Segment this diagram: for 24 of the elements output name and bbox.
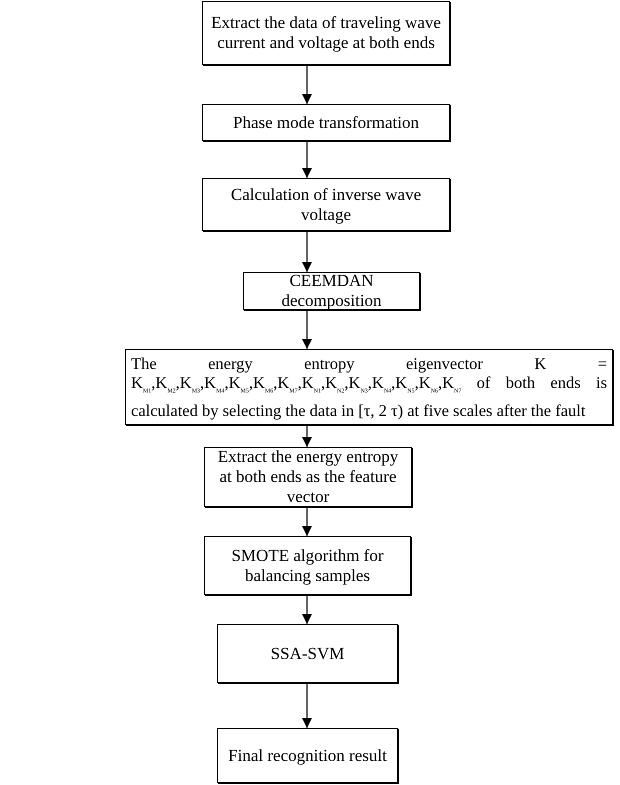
arrow: [302, 311, 312, 349]
process-box: [204, 536, 411, 595]
process-box: [217, 624, 398, 683]
box-text: The energy entropy eigenvector K = K$_{M1}$,K$_{M2}$,K$_{M3}$,K$_{M4}$,K$_{M5}$,K$_{M6}$,K$_{M7}$,K$_{N1}$,K$_{N2}$,K$_{N3}$,K$_{N4}$,K$_{N5}$,K$_{N6}$,K$_{N7}$ of both ends is calculated by selecting the data in [τ, 2 τ) at five scales after the fault: [131, 354, 607, 420]
arrow: [302, 232, 312, 272]
process-box: [202, 104, 450, 141]
arrow: [302, 508, 312, 536]
box-text: Final recognition result: [228, 746, 387, 766]
box-text: SSA-SVM: [270, 644, 344, 664]
box-text: Phase mode transformation: [232, 112, 419, 132]
arrow: [302, 596, 312, 624]
box-text: CEEMDAN decomposition: [280, 271, 383, 311]
process-box: [243, 272, 420, 310]
box-text: Extract the energy entropy at both ends as the feature vector: [216, 447, 400, 507]
arrow: [302, 142, 312, 178]
arrow: [302, 66, 312, 104]
process-box: [217, 728, 398, 783]
process-box: [202, 1, 450, 65]
arrow: [302, 426, 312, 447]
box-text: SMOTE algorithm for balancing samples: [230, 546, 385, 586]
box-text: Extract the data of traveling wave current and voltage at both ends: [210, 13, 442, 53]
box-text: Calculation of inverse wave voltage: [230, 184, 422, 224]
arrow: [302, 684, 312, 728]
process-box: [202, 178, 450, 231]
